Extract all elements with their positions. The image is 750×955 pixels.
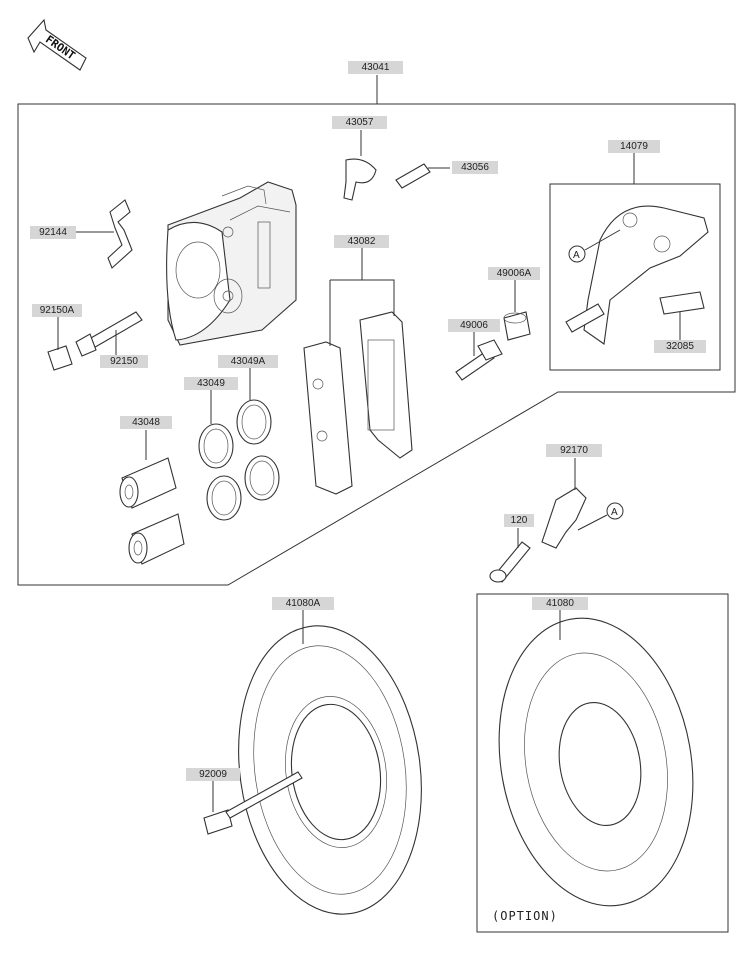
- brake-pads: [303, 311, 413, 495]
- part-label-seal-a[interactable]: 43049A: [218, 355, 278, 368]
- pad-pin-bolt: [75, 311, 143, 357]
- part-label-disc-bolt[interactable]: 92009: [186, 768, 240, 781]
- part-label-piston[interactable]: 43048: [120, 416, 172, 429]
- pad-clip: [659, 291, 705, 315]
- bleeder-cap: [343, 158, 377, 201]
- piston-seals: [198, 399, 280, 521]
- part-label-pad-set[interactable]: 43082: [334, 235, 389, 248]
- plug: [47, 345, 73, 371]
- part-label-bleeder-cap[interactable]: 43057: [332, 116, 387, 129]
- bleeder-valve: [395, 163, 431, 189]
- ref-letter-a: A: [573, 250, 580, 261]
- caliper-bracket: [565, 205, 709, 345]
- part-label-bolt-120[interactable]: 120: [504, 514, 534, 527]
- bracket-assembly-boundary: [549, 183, 721, 371]
- pad-spring: [107, 199, 133, 269]
- part-label-bracket-assy[interactable]: 14079: [608, 140, 660, 153]
- part-label-pad-spring[interactable]: 92144: [30, 226, 76, 239]
- part-label-disc-option[interactable]: 41080: [532, 597, 588, 610]
- part-label-boot[interactable]: 49006A: [488, 267, 540, 280]
- boot: [503, 311, 531, 341]
- part-label-pad-clip[interactable]: 32085: [654, 340, 706, 353]
- part-label-clamp[interactable]: 92170: [546, 444, 602, 457]
- option-boundary: [476, 593, 729, 933]
- clamp-and-bolt: [489, 487, 587, 583]
- brake-disc-standard: [238, 625, 422, 915]
- caliper-assembly-boundary: [17, 103, 736, 586]
- collar-pin: [455, 339, 503, 381]
- part-label-bleeder-valve[interactable]: 43056: [452, 161, 498, 174]
- part-label-plug[interactable]: 92150A: [32, 304, 82, 317]
- part-label-disc-standard[interactable]: 41080A: [272, 597, 334, 610]
- part-label-seal-b[interactable]: 43049: [184, 377, 238, 390]
- ref-letter-a-2: A: [611, 507, 618, 518]
- option-label: (OPTION): [492, 909, 558, 923]
- pistons: [119, 457, 185, 565]
- caliper-body: [166, 181, 297, 346]
- part-label-caliper-assy[interactable]: 43041: [348, 61, 403, 74]
- part-label-collar-pin[interactable]: 49006: [448, 319, 500, 332]
- part-label-pad-pin-bolt[interactable]: 92150: [100, 355, 148, 368]
- front-arrow-icon: [27, 18, 87, 71]
- disc-bolt: [203, 771, 303, 835]
- brake-disc-option: [498, 617, 694, 907]
